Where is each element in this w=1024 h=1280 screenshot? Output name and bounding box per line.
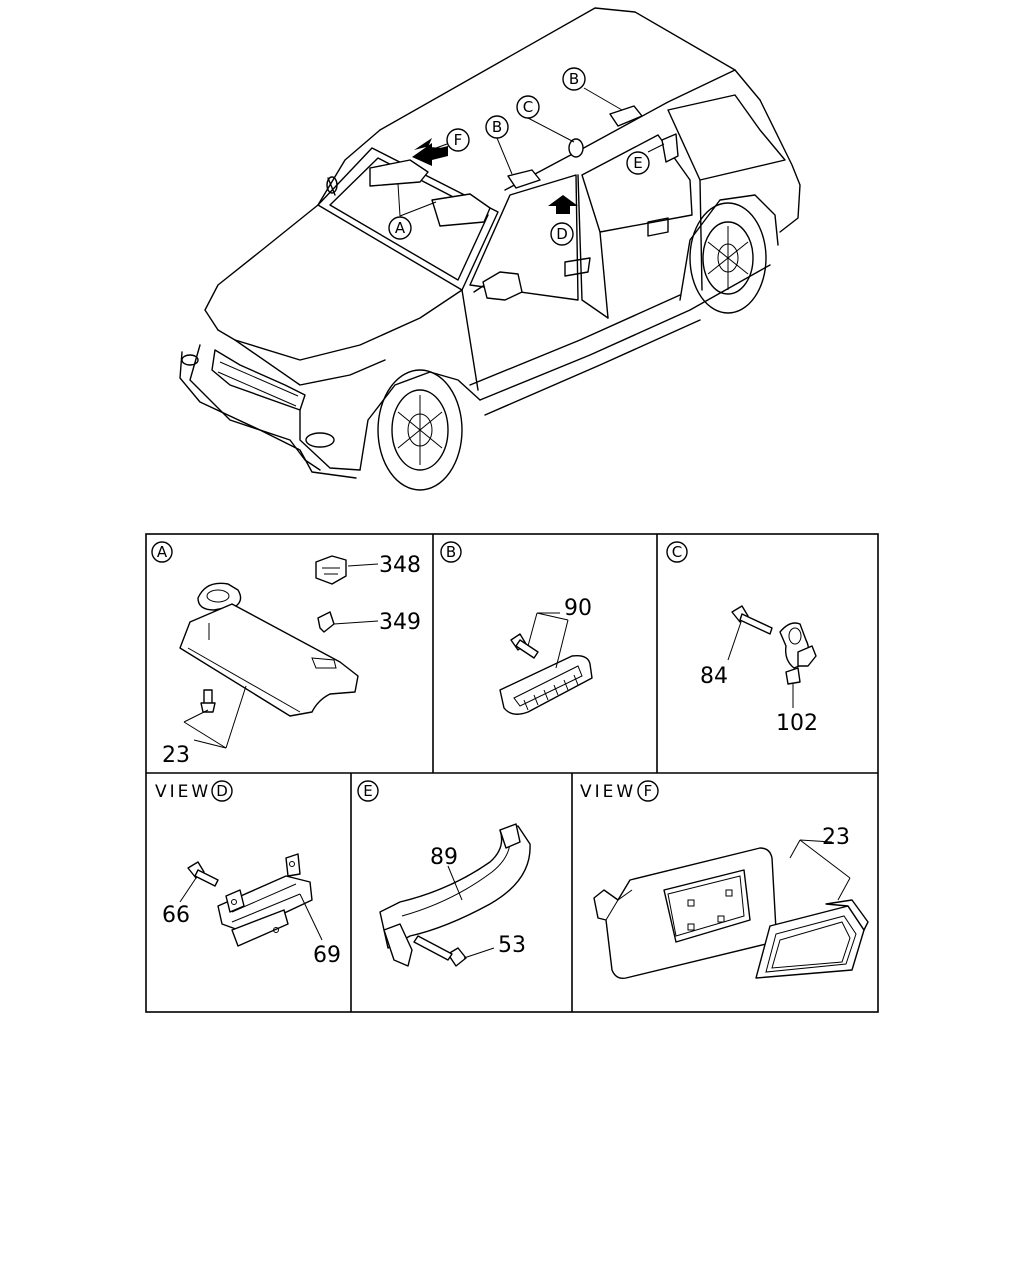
part-number-66: 66 [162, 903, 190, 928]
panel-d-callout: D [211, 780, 233, 802]
panel-c-callout: C [666, 541, 688, 563]
part-number-84: 84 [700, 664, 728, 689]
callout-b-vehicle-rear: B [562, 67, 586, 91]
panel-e: E 89 53 [357, 780, 531, 967]
visor-pad [197, 582, 242, 611]
panel-c: C 84 102 [666, 541, 818, 736]
clip-348 [315, 555, 347, 585]
panel-b: B 90 [440, 541, 593, 715]
svg-text:C: C [672, 543, 682, 561]
callout-b-vehicle-front: B [485, 115, 509, 139]
svg-text:F: F [454, 131, 463, 149]
panel-b-callout: B [440, 541, 462, 563]
view-label-f: VIEW [580, 782, 636, 802]
sun-visor [179, 603, 359, 717]
part-number-348: 348 [379, 553, 421, 578]
part-number-90: 90 [564, 596, 592, 621]
svg-text:A: A [395, 219, 406, 237]
callout-d-vehicle: D [550, 222, 574, 246]
svg-text:D: D [216, 782, 228, 800]
part-number-89: 89 [430, 845, 458, 870]
svg-text:A: A [157, 543, 168, 561]
panel-a: A 348 349 23 [151, 541, 421, 768]
panel-d: VIEW D 66 69 [155, 780, 341, 968]
svg-text:B: B [446, 543, 456, 561]
panel-a-callout: A [151, 541, 173, 563]
svg-text:B: B [492, 118, 502, 136]
vehicle-illustration: A B B C D E F [179, 7, 801, 491]
callout-e-vehicle: E [626, 151, 650, 175]
panel-e-callout: E [357, 780, 379, 802]
part-number-23-f: 23 [822, 825, 850, 850]
part-number-69: 69 [313, 943, 341, 968]
svg-text:D: D [556, 225, 568, 243]
svg-text:B: B [569, 70, 579, 88]
part-number-349: 349 [379, 610, 421, 635]
detail-grid [145, 533, 879, 1013]
svg-text:E: E [363, 782, 372, 800]
svg-text:F: F [644, 782, 653, 800]
view-label-d: VIEW [155, 782, 211, 802]
callout-c-vehicle: C [516, 95, 540, 119]
part-number-23-a: 23 [162, 743, 190, 768]
callout-f-vehicle: F [446, 128, 470, 152]
assist-grip-89 [379, 825, 531, 949]
assist-grip-b [499, 654, 593, 715]
callout-a-vehicle: A [388, 216, 412, 240]
panel-f: VIEW F 23 [580, 780, 869, 980]
clip-349 [317, 611, 335, 633]
part-number-102: 102 [776, 711, 818, 736]
panel-f-callout: F [637, 780, 659, 802]
part-number-53: 53 [498, 933, 526, 958]
svg-text:C: C [523, 98, 533, 116]
svg-text:E: E [633, 154, 642, 172]
